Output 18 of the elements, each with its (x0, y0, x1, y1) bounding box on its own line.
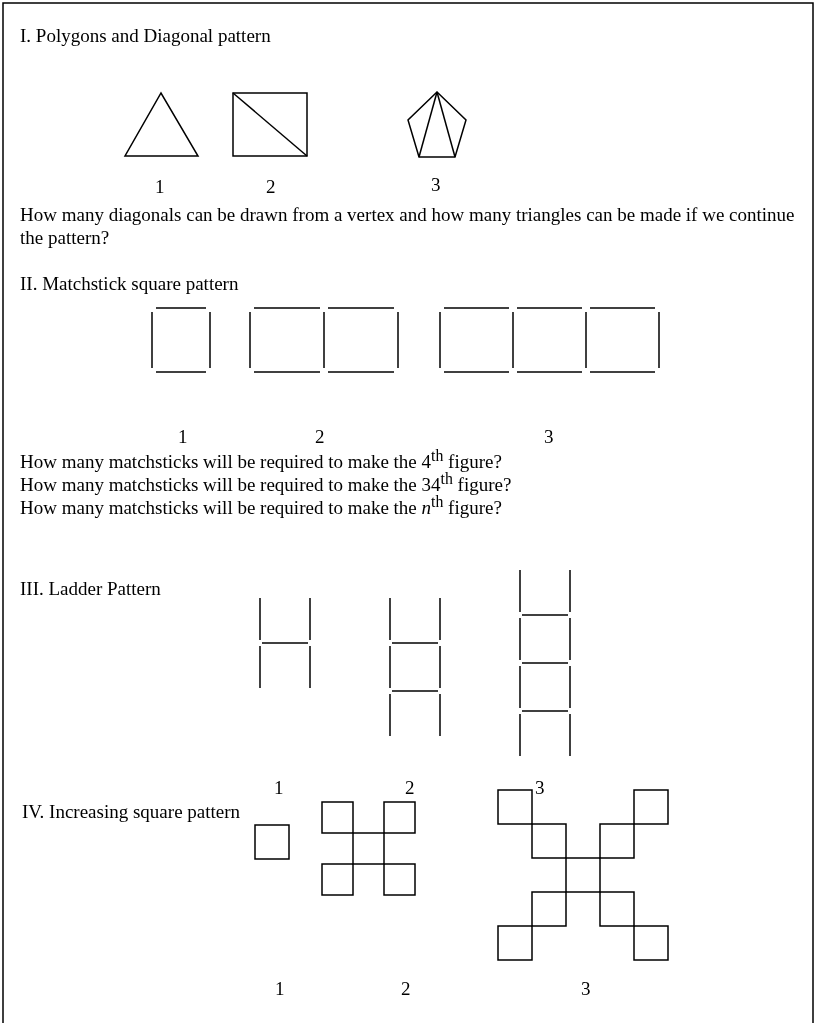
figure-number: 1 (274, 776, 284, 799)
figure-number: 1 (155, 175, 165, 198)
section-heading: II. Matchstick square pattern (20, 272, 239, 295)
figure-number: 1 (178, 425, 188, 448)
figure-number: 2 (315, 425, 325, 448)
figure-number: 2 (266, 175, 276, 198)
figure-number: 3 (581, 977, 591, 1000)
question-text: How many matchsticks will be required to make the 4$^{th}$ figure? (20, 446, 502, 473)
figure-number: 1 (275, 977, 285, 1000)
figure-number: 3 (544, 425, 554, 448)
section-heading: I. Polygons and Diagonal pattern (20, 24, 271, 47)
figure-number: 3 (535, 776, 545, 799)
figure-number: 2 (405, 776, 415, 799)
question-text: How many diagonals can be drawn from a vertex and how many triangles can be made if we continue the pattern? (20, 203, 796, 249)
figure-number: 2 (401, 977, 411, 1000)
section-heading: III. Ladder Pattern (20, 577, 161, 600)
figure-number: 3 (431, 173, 441, 196)
section-heading: IV. Increasing square pattern (22, 800, 241, 823)
